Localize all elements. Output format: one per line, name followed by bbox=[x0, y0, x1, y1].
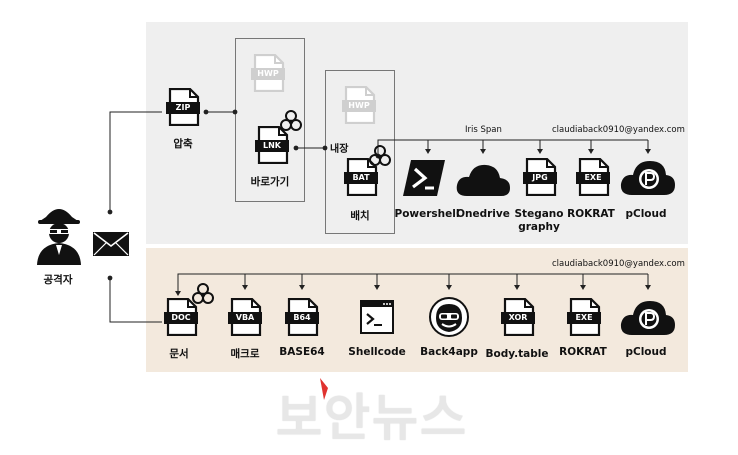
powershell-icon bbox=[403, 160, 445, 196]
biohazard-icon-2 bbox=[369, 145, 391, 166]
onedrive-icon bbox=[456, 164, 510, 196]
doc-label: 문서 bbox=[169, 348, 189, 360]
bat-label: 배치 bbox=[350, 210, 370, 222]
hwp-file-icon: HWP bbox=[251, 53, 285, 93]
rokrat-label: ROKRAT bbox=[567, 208, 615, 220]
exe-file-icon: EXE bbox=[576, 157, 610, 197]
lnk-file-icon: LNK bbox=[255, 125, 289, 165]
doc-tag: DOC bbox=[164, 312, 198, 324]
steganography-label: Stegano graphy bbox=[514, 208, 564, 233]
back4app-label: Back4app bbox=[420, 346, 478, 358]
exe-file-icon-2: EXE bbox=[567, 297, 601, 337]
bat-tag: BAT bbox=[344, 172, 378, 184]
hwp-tag-2: HWP bbox=[342, 100, 376, 112]
xor-tag: XOR bbox=[501, 312, 535, 324]
pcloud-icon bbox=[620, 161, 675, 195]
exe-tag: EXE bbox=[576, 172, 610, 184]
hwp-tag: HWP bbox=[251, 68, 285, 80]
bottom-email-label: claudiaback0910@yandex.com bbox=[552, 259, 685, 269]
bat-group-box bbox=[325, 70, 395, 234]
watermark-accent-mark bbox=[320, 378, 328, 400]
rokrat-label-2: ROKRAT bbox=[559, 346, 607, 358]
vba-label: 매크로 bbox=[230, 348, 260, 360]
pcloud-label-2: pCloud bbox=[625, 346, 667, 358]
biohazard-icon-3 bbox=[192, 283, 214, 304]
lnk-label: 바로가기 bbox=[250, 176, 290, 188]
onedrive-label: Onedrive bbox=[456, 208, 510, 220]
hwp-file-icon-2: HWP bbox=[342, 85, 376, 125]
body-table-label: Body.table bbox=[485, 348, 549, 360]
top-panel bbox=[146, 22, 688, 244]
iris-span-label: Iris Span bbox=[465, 125, 502, 135]
shellcode-terminal-icon bbox=[360, 300, 394, 334]
base64-label: BASE64 bbox=[279, 346, 325, 358]
xor-file-icon: XOR bbox=[501, 297, 535, 337]
pcloud-label: pCloud bbox=[625, 208, 667, 220]
vba-file-icon: VBA bbox=[228, 297, 262, 337]
hacker-icon bbox=[37, 209, 81, 265]
embed-label: 내장 bbox=[330, 144, 349, 155]
powershell-label: Powershell bbox=[394, 208, 460, 220]
top-email-label: claudiaback0910@yandex.com bbox=[552, 125, 685, 135]
jpg-tag: JPG bbox=[523, 172, 557, 184]
pcloud-icon-2 bbox=[620, 301, 675, 335]
lnk-tag: LNK bbox=[255, 140, 289, 152]
lnk-group-box bbox=[235, 38, 305, 202]
back4app-icon bbox=[429, 297, 469, 337]
doc-file-icon: DOC bbox=[164, 297, 198, 337]
zip-label: 압축 bbox=[173, 138, 193, 150]
b64-tag: B64 bbox=[285, 312, 319, 324]
zip-file-icon: ZIP bbox=[166, 87, 200, 127]
b64-file-icon: B64 bbox=[285, 297, 319, 337]
jpg-file-icon: JPG bbox=[523, 157, 557, 197]
shellcode-label: Shellcode bbox=[348, 346, 406, 358]
email-envelope-icon bbox=[93, 232, 129, 256]
exe-tag-2: EXE bbox=[567, 312, 601, 324]
biohazard-icon bbox=[280, 110, 302, 131]
watermark-logo: 보안뉴스 bbox=[276, 389, 468, 447]
attacker-label: 공격자 bbox=[43, 274, 73, 286]
zip-tag: ZIP bbox=[166, 102, 200, 114]
vba-tag: VBA bbox=[228, 312, 262, 324]
bat-file-icon: BAT bbox=[344, 157, 378, 197]
